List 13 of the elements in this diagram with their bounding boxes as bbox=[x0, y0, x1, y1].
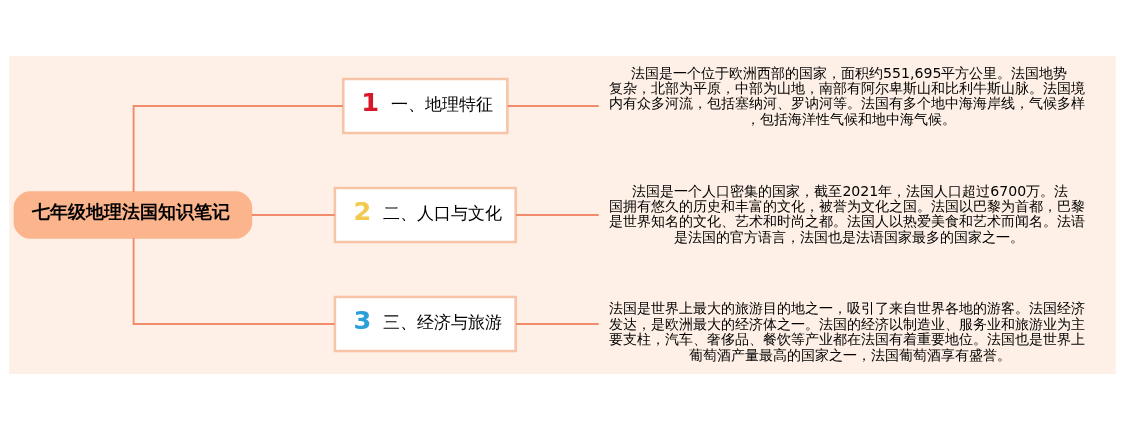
node-text: 法国是世界上最大的旅游目的地之一，吸引了来自世界各地的游客。法国经济发达，是欧洲最大的经济体之一。法国的经济以制造业、服务业和旅游业为主要支柱，汽车、奢侈品、餐饮等产业都在法国有着重要地位。法国也是世界上葡萄酒产量最高的国家之一，法国葡萄酒享有盛誉。 bbox=[609, 300, 1086, 363]
node-box: 1 一、地理特征 bbox=[341, 77, 509, 135]
connector bbox=[514, 323, 600, 325]
node-box: 3 三、经济与旅游 bbox=[333, 295, 517, 353]
node-box: 2 二、人口与文化 bbox=[333, 186, 517, 244]
node-box: 七年级地理法国知识笔记 bbox=[13, 191, 253, 239]
connector bbox=[250, 214, 336, 216]
connector bbox=[132, 105, 344, 193]
connector bbox=[514, 214, 600, 216]
node-text: 法国是一个位于欧洲西部的国家，面积约551,695平方公里。法国地势复杂，北部为平原，中部为山地，南部有阿尔卑斯山和比利牛斯山脉。法国境内有众多河流，包括塞纳河、罗讷河等。法国有多个地中海海岸线，气候多样，包括海洋性气候和地中海气候。 bbox=[609, 64, 1086, 127]
node-text: 法国是一个人口密集的国家，截至2021年，法国人口超过6700万。法国拥有悠久的历史和丰富的文化，被誉为文化之国。法国以巴黎为首都，巴黎是世界知名的文化、艺术和时尚之都。法国人以热爱美食和艺术而闻名。法语是法国的官方语言，法国也是法语国家最多的国家之一。 bbox=[609, 182, 1086, 245]
connector bbox=[506, 105, 600, 107]
connector bbox=[132, 237, 336, 325]
